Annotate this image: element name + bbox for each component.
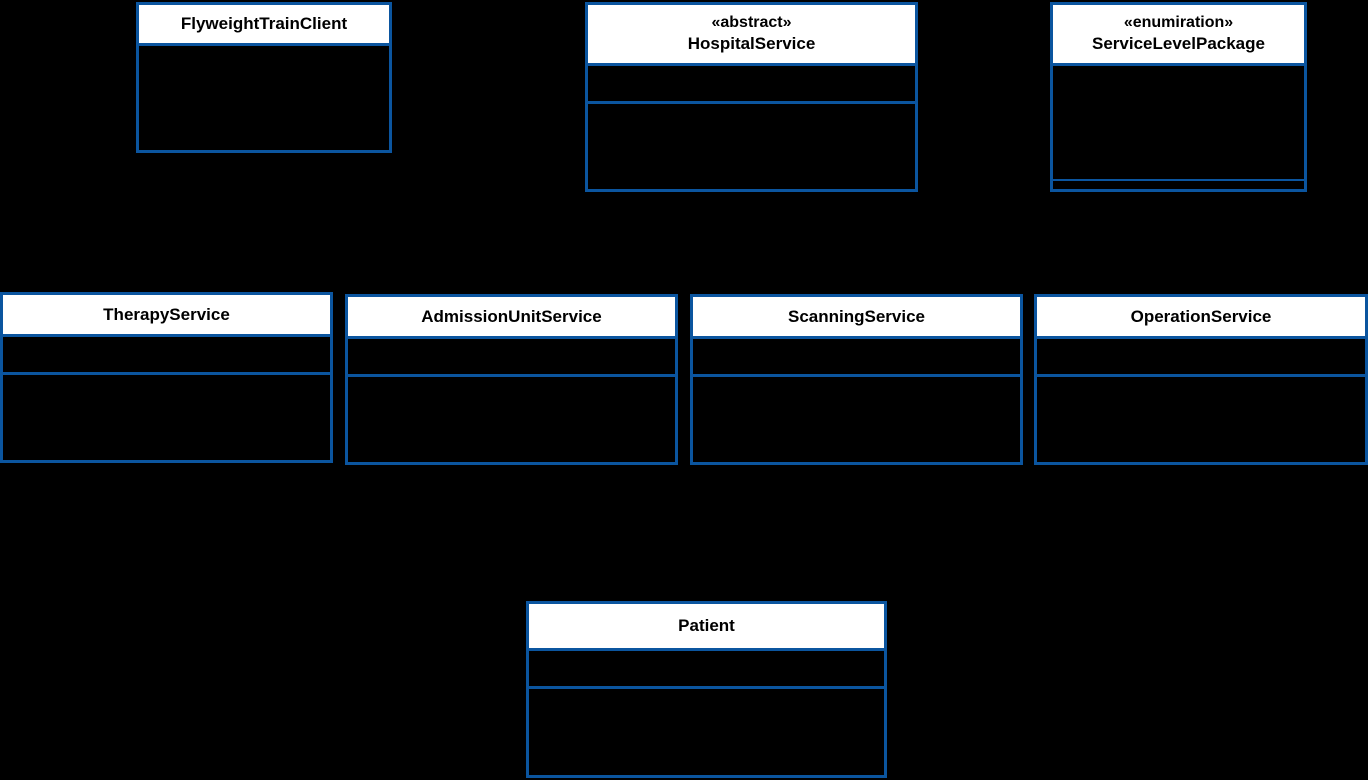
class-operations-compartment-therapy-service [3,372,330,457]
class-name-therapy-service: TherapyService [103,304,230,324]
class-header-flyweight-train-client: FlyweightTrainClient [139,5,389,43]
uml-class-service-level-package[interactable]: «enumiration» ServiceLevelPackage [1050,2,1307,192]
class-attributes-compartment-patient [529,648,884,686]
class-attributes-compartment-scanning-service [693,336,1020,374]
class-name-service-level-package: ServiceLevelPackage [1092,34,1265,54]
class-header-hospital-service: «abstract» HospitalService [588,5,915,63]
class-attributes-compartment-operation-service [1037,336,1365,374]
class-name-scanning-service: ScanningService [787,306,925,326]
class-attributes-compartment-hospital-service [588,63,915,101]
uml-class-admission-unit-service[interactable]: AdmissionUnitService [345,294,678,465]
class-header-patient: Patient [529,604,884,648]
uml-class-patient[interactable]: Patient [526,601,887,778]
uml-class-flyweight-train-client[interactable]: FlyweightTrainClient [136,2,392,153]
uml-class-operation-service[interactable]: OperationService [1034,294,1368,465]
class-stereotype-hospital-service: «abstract» [711,14,792,32]
class-operations-compartment-patient [529,686,884,772]
class-attributes-compartment-admission-unit-service [348,336,675,374]
class-header-therapy-service: TherapyService [3,295,330,334]
class-name-hospital-service: HospitalService [687,34,816,54]
class-header-operation-service: OperationService [1037,297,1365,336]
class-attributes-compartment-therapy-service [3,334,330,372]
class-stereotype-service-level-package: «enumiration» [1123,14,1234,32]
uml-class-scanning-service[interactable]: ScanningService [690,294,1023,465]
class-operations-compartment-service-level-package [1053,179,1304,187]
class-name-patient: Patient [678,616,735,636]
class-operations-compartment-hospital-service [588,101,915,186]
class-operations-compartment-operation-service [1037,374,1365,459]
class-operations-compartment-admission-unit-service [348,374,675,459]
class-attributes-compartment-service-level-package [1053,63,1304,179]
class-header-scanning-service: ScanningService [693,297,1020,336]
class-name-admission-unit-service: AdmissionUnitService [421,306,602,326]
class-header-service-level-package: «enumiration» ServiceLevelPackage [1053,5,1304,63]
uml-class-therapy-service[interactable]: TherapyService [0,292,333,463]
class-name-flyweight-train-client: FlyweightTrainClient [180,14,348,34]
uml-class-hospital-service[interactable]: «abstract» HospitalService [585,2,918,192]
class-operations-compartment-scanning-service [693,374,1020,459]
class-operations-compartment-flyweight-train-client [139,43,389,150]
class-name-operation-service: OperationService [1130,306,1272,326]
class-header-admission-unit-service: AdmissionUnitService [348,297,675,336]
